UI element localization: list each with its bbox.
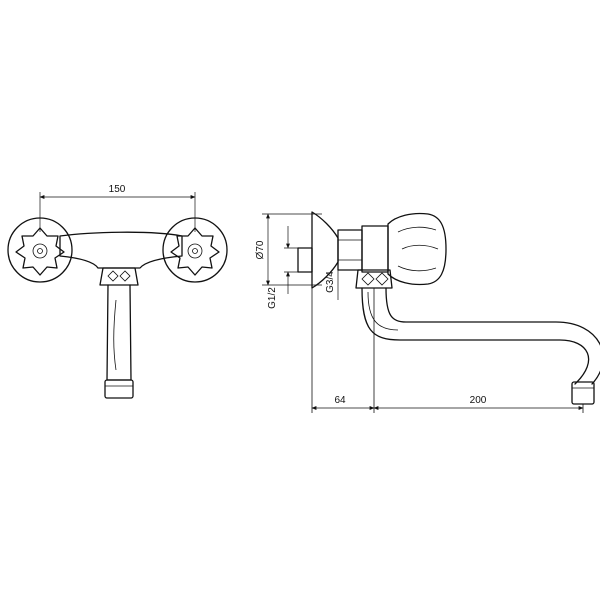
reach-label: 200 — [470, 395, 487, 406]
front-view: 150 — [7, 184, 228, 399]
outlet-thread-label: G3/4 — [325, 271, 336, 293]
left-rosette — [7, 217, 73, 283]
projection-label: 64 — [334, 395, 346, 406]
right-rosette — [162, 217, 228, 283]
center-distance-label: 150 — [109, 184, 126, 195]
left-handle-screw-icon — [37, 248, 43, 254]
spout-aerator-front — [104, 379, 134, 399]
spout-aerator-side — [571, 381, 595, 405]
rosette-diameter-label: Ø70 — [255, 240, 266, 259]
spout-side-highlight — [367, 291, 399, 331]
right-handle-screw-icon — [192, 248, 198, 254]
right-handle-hub — [187, 243, 203, 259]
spout-highlight — [113, 299, 117, 371]
right-star-handle — [170, 227, 220, 276]
spout-inner-curve — [385, 287, 600, 385]
mixer-body — [59, 231, 183, 269]
valve-body-side — [361, 225, 389, 273]
swivel-nut-facets — [107, 270, 131, 282]
left-handle-hub — [32, 243, 48, 259]
right-valve — [162, 217, 228, 283]
left-star-handle — [15, 227, 65, 276]
spout-front — [106, 284, 132, 381]
left-valve — [7, 217, 73, 283]
spout-swivel-nut-side — [355, 269, 393, 289]
crown-handle-ribs — [397, 226, 439, 272]
swivel-nut-side-facets — [361, 272, 389, 286]
hex-connector — [337, 229, 363, 271]
spout-outer-curve — [361, 287, 590, 385]
crown-handle-side — [387, 212, 447, 286]
inlet-thread-label: G1/2 — [267, 287, 278, 309]
side-view: Ø70 G1/2 G3/4 — [255, 211, 600, 413]
spout-swivel-nut — [99, 267, 139, 286]
inlet-nipple — [297, 247, 313, 273]
